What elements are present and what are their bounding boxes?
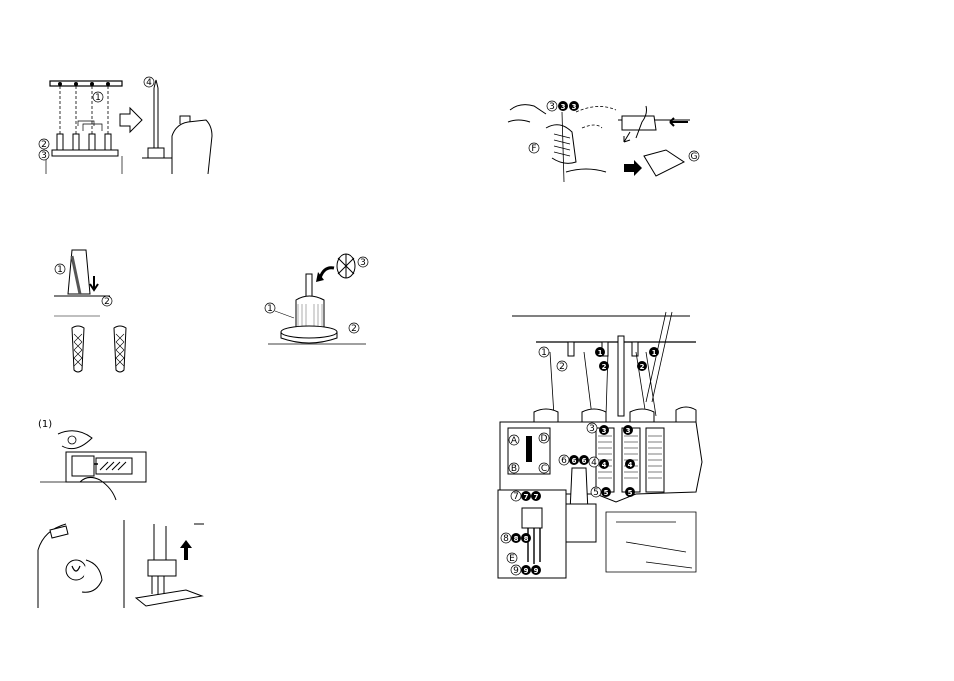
- figure-knob-foot: [36, 520, 208, 610]
- badge-8a: 8: [514, 535, 519, 543]
- callout-3-label: 3: [41, 151, 47, 161]
- badge-1a: 1: [598, 349, 603, 357]
- callout-F-label: F: [531, 144, 536, 154]
- arrow-up-icon: [180, 540, 192, 560]
- hand-icon: [510, 105, 546, 114]
- callout-8-label: 8: [503, 534, 509, 544]
- callout-2-label: 2: [41, 140, 47, 150]
- badge-2a: 2: [602, 363, 607, 371]
- callout-6-label: 6: [561, 456, 567, 466]
- figure-looper-thread: 3 3 3 F G: [506, 92, 700, 182]
- callout-E-label: E: [509, 554, 515, 564]
- callout-5-label: 5: [593, 488, 599, 498]
- arrow-down-icon: [90, 276, 98, 290]
- badge-3a: 3: [561, 103, 566, 111]
- badge-8b: 8: [524, 535, 529, 543]
- callout-9-label: 9: [513, 566, 519, 576]
- callout-G-label: G: [691, 152, 698, 162]
- callout-1-label: 1: [57, 265, 63, 275]
- badge-1b: 1: [652, 349, 657, 357]
- callout-B-label: B: [511, 464, 517, 474]
- badge-4b: 4: [628, 461, 633, 469]
- presser-foot-icon: [136, 590, 202, 606]
- callout-1-label: 1: [95, 93, 101, 103]
- badge-3b: 3: [626, 427, 631, 435]
- figure-spool-cap: 3 1 2: [262, 252, 374, 356]
- figure-spool-net: 1 2: [50, 246, 150, 376]
- badge-4a: 4: [602, 461, 607, 469]
- figure-spool-pins: 2 3 1 4: [38, 76, 218, 176]
- callout-1-label: 1: [267, 304, 273, 314]
- badge-7a: 7: [524, 493, 529, 501]
- callout-D-label: D: [541, 434, 548, 444]
- callout-7-label: 7: [513, 492, 519, 502]
- badge-7b: 7: [534, 493, 539, 501]
- looper-thread-drawing: 3 3 3 F G: [506, 92, 700, 182]
- badge-2b: 2: [640, 363, 645, 371]
- spool-cap-drawing: 3 1 2: [262, 252, 374, 356]
- badge-3b: 3: [572, 103, 577, 111]
- spool-pins-drawing: 2 3 1 4: [38, 76, 218, 176]
- callout-4-label: 4: [146, 78, 152, 88]
- arrow-right-icon: [120, 108, 142, 132]
- arrow-right-icon: [624, 160, 642, 176]
- badge-5b: 5: [628, 489, 633, 497]
- callout-C-label: C: [541, 464, 547, 474]
- step-label: (1): [38, 419, 52, 430]
- threading-chart-drawing: 1 2 3 4 5 6 7 8 9 A B C D E: [496, 312, 704, 582]
- badge-9b: 9: [534, 567, 539, 575]
- badge-6a: 6: [572, 457, 577, 465]
- spool-net-drawing: 1 2: [50, 246, 150, 376]
- badge-6b: 6: [582, 457, 587, 465]
- net-icon: [72, 326, 126, 372]
- callout-A-label: A: [511, 436, 518, 446]
- callout-3-label: 3: [360, 258, 366, 268]
- knob-icon: [66, 560, 86, 580]
- callout-2-label: 2: [351, 324, 357, 334]
- open-cover-drawing: (1): [36, 416, 148, 500]
- badge-5a: 5: [604, 489, 609, 497]
- callout-1-label: 1: [541, 348, 547, 358]
- callout-4-label: 4: [591, 458, 597, 468]
- callout-3-label: 3: [589, 424, 595, 434]
- badge-9a: 9: [524, 567, 529, 575]
- callout-2-label: 2: [559, 362, 565, 372]
- figure-threading-chart: 1 2 3 4 5 6 7 8 9 A B C D E: [496, 312, 704, 582]
- callout-3-label: 3: [549, 102, 555, 112]
- spool-cap-icon: [337, 254, 355, 278]
- callout-2-label: 2: [104, 297, 110, 307]
- arrow-left-icon: [670, 118, 688, 126]
- badge-3a: 3: [602, 427, 607, 435]
- knob-foot-drawing: [36, 520, 208, 610]
- figure-open-cover: (1): [36, 416, 148, 500]
